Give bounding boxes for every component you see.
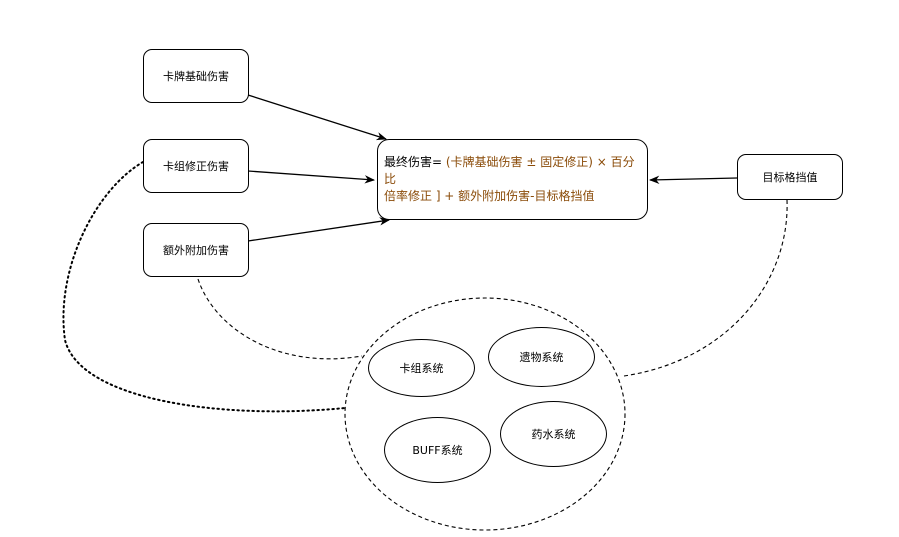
arrow-extra-to-formula xyxy=(247,217,391,242)
formula-prefix: 最终伤害= xyxy=(384,155,443,169)
formula-line2: 倍率修正 ] + 额外附加伤害-目标格挡值 xyxy=(384,189,595,203)
arrow-deck-to-formula xyxy=(247,170,376,184)
node-target-block-label: 目标格挡值 xyxy=(762,171,818,184)
system-buff: BUFF系统 xyxy=(384,417,491,483)
system-potion-label: 药水系统 xyxy=(531,428,576,441)
system-relic: 遗物系统 xyxy=(488,327,595,387)
node-base-damage: 卡牌基础伤害 xyxy=(143,49,249,103)
system-buff-label: BUFF系统 xyxy=(412,444,463,457)
dashed-link-extra-to-systems xyxy=(197,278,363,360)
node-extra-damage-label: 额外附加伤害 xyxy=(163,244,229,257)
node-deck-modifier: 卡组修正伤害 xyxy=(143,139,249,193)
node-extra-damage: 额外附加伤害 xyxy=(143,223,249,277)
formula-line1: (卡牌基础伤害 ± 固定修正) × 百分比 xyxy=(384,155,635,186)
arrow-base-to-formula xyxy=(247,94,387,141)
systems-group-ellipse xyxy=(344,297,626,531)
node-deck-modifier-label: 卡组修正伤害 xyxy=(163,160,229,173)
system-deck-label: 卡组系统 xyxy=(399,362,444,375)
node-target-block: 目标格挡值 xyxy=(737,154,843,200)
formula-text: 最终伤害= (卡牌基础伤害 ± 固定修正) × 百分比 倍率修正 ] + 额外附… xyxy=(384,154,639,205)
arrow-block-to-formula xyxy=(648,175,738,184)
dashed-link-block-to-systems xyxy=(623,199,788,377)
system-relic-label: 遗物系统 xyxy=(519,351,564,364)
system-deck: 卡组系统 xyxy=(368,339,475,397)
dotted-link-deck-to-systems xyxy=(62,161,346,413)
node-base-damage-label: 卡牌基础伤害 xyxy=(163,70,229,83)
system-potion: 药水系统 xyxy=(500,401,607,467)
final-damage-formula: 最终伤害= (卡牌基础伤害 ± 固定修正) × 百分比 倍率修正 ] + 额外附… xyxy=(377,139,648,220)
